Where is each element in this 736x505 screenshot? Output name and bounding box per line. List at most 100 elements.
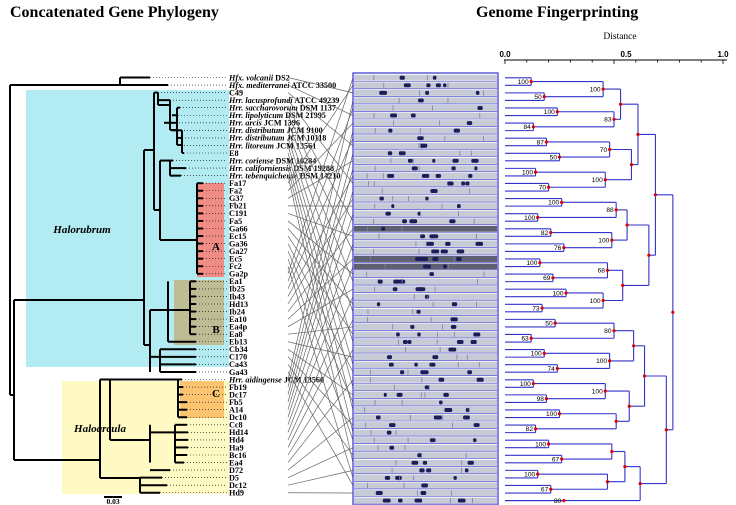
bootstrap-label: 84 [523,124,531,131]
connector-line [287,107,354,222]
node-marker [549,230,553,235]
node-marker [621,283,625,287]
taxon-label: Ga66 [229,224,248,233]
gel-band [426,83,431,88]
taxon-label: Ib24 [229,307,245,316]
gel-band [410,113,416,118]
gel-band [473,423,480,428]
node-marker [533,427,538,431]
taxon-label: Fb5 [229,398,243,407]
connector-line [287,349,354,456]
gel-band [414,498,423,503]
node-marker [603,178,607,182]
gel-lane [354,452,497,459]
bootstrap-label: 82 [541,230,549,237]
gel-band [438,377,445,382]
taxon-label: Ga2p [229,270,249,279]
gel-band [475,241,483,246]
gel-lane [354,339,497,345]
gel-band [382,498,391,503]
node-marker [632,344,636,348]
gel-lane [354,354,497,361]
gel-lane [354,105,497,111]
taxon-label: Fa17 [229,179,246,188]
gel-band [393,279,400,284]
taxon-label: Fc2 [229,262,242,271]
connector-line [287,77,354,94]
node-markers [529,79,675,503]
connector-line [287,107,354,282]
gel-band [463,415,470,420]
node-marker [551,276,555,280]
node-marker [529,336,533,340]
gel-band [390,113,397,118]
taxon-label: C170 [229,353,247,362]
taxon-label: G37 [229,194,244,203]
gel-band [387,151,393,156]
bootstrap-labels: 1005010084875010070100100827610069100735… [518,79,614,505]
connector-line [287,168,354,403]
connector-line [287,266,354,433]
taxon-label: Hrr. saccharovorum DSM 1137 [228,104,336,113]
taxon-label: Fb19 [229,383,247,392]
taxon-label: Ga43 [229,368,248,377]
gel-band [395,475,402,480]
node-marker [533,170,538,174]
bootstrap-label: 76 [554,245,562,252]
gel-band [410,324,415,329]
bootstrap-label: 100 [524,215,535,222]
gel-band [391,204,395,209]
gel-lane [354,97,497,104]
bootstrap-label: 100 [520,381,531,388]
node-marker [653,193,658,197]
connector-lines [287,77,354,494]
bootstrap-label: 73 [532,305,540,312]
connector-line [287,175,354,297]
taxon-label: Ib25 [229,285,245,294]
connector-line [287,371,354,486]
node-marker [557,155,562,159]
gel-band [411,166,418,171]
connector-line [287,447,354,478]
gel-lane [354,346,497,353]
connector-line [287,296,354,441]
gel-lane [354,127,497,134]
node-marker [608,359,612,363]
gel-lane [354,233,497,240]
taxon-label: Ea4 [229,458,243,467]
connector-line [287,122,354,191]
taxon-label: Ec15 [229,232,246,241]
connector-line [287,85,354,184]
bootstrap-label: 100 [553,290,564,297]
gel-band [456,249,465,254]
bootstrap-label: 50 [534,94,542,101]
gel-lane [354,218,497,225]
gel-band [476,377,484,382]
connector-line [287,288,354,327]
node-marker [614,208,618,212]
gel-band [432,355,439,360]
bootstrap-label: 100 [546,411,557,418]
gel-lane [354,361,497,368]
taxon-label: C191 [229,209,247,218]
gel-band [430,189,438,193]
taxon-label: Hrr. aidingense JCM 13560 [228,375,324,384]
node-marker [636,132,640,136]
taxon-label: Ec5 [229,255,242,264]
gel-lane [354,391,497,398]
bootstrap-label: 100 [548,200,559,207]
node-marker [638,481,642,486]
gel-band [443,392,449,397]
connector-line [287,175,354,463]
connector-line [287,100,354,380]
gel-lane [354,399,497,406]
node-marker [618,102,623,106]
gel-band [414,362,418,367]
gel-band [440,249,448,254]
bootstrap-label: 70 [600,147,608,154]
taxon-label: Eb13 [229,338,247,347]
bootstrap-label: 74 [547,366,555,373]
bootstrap-label: 100 [544,109,555,116]
gel-lane [354,135,497,142]
gel-lane [354,271,497,278]
